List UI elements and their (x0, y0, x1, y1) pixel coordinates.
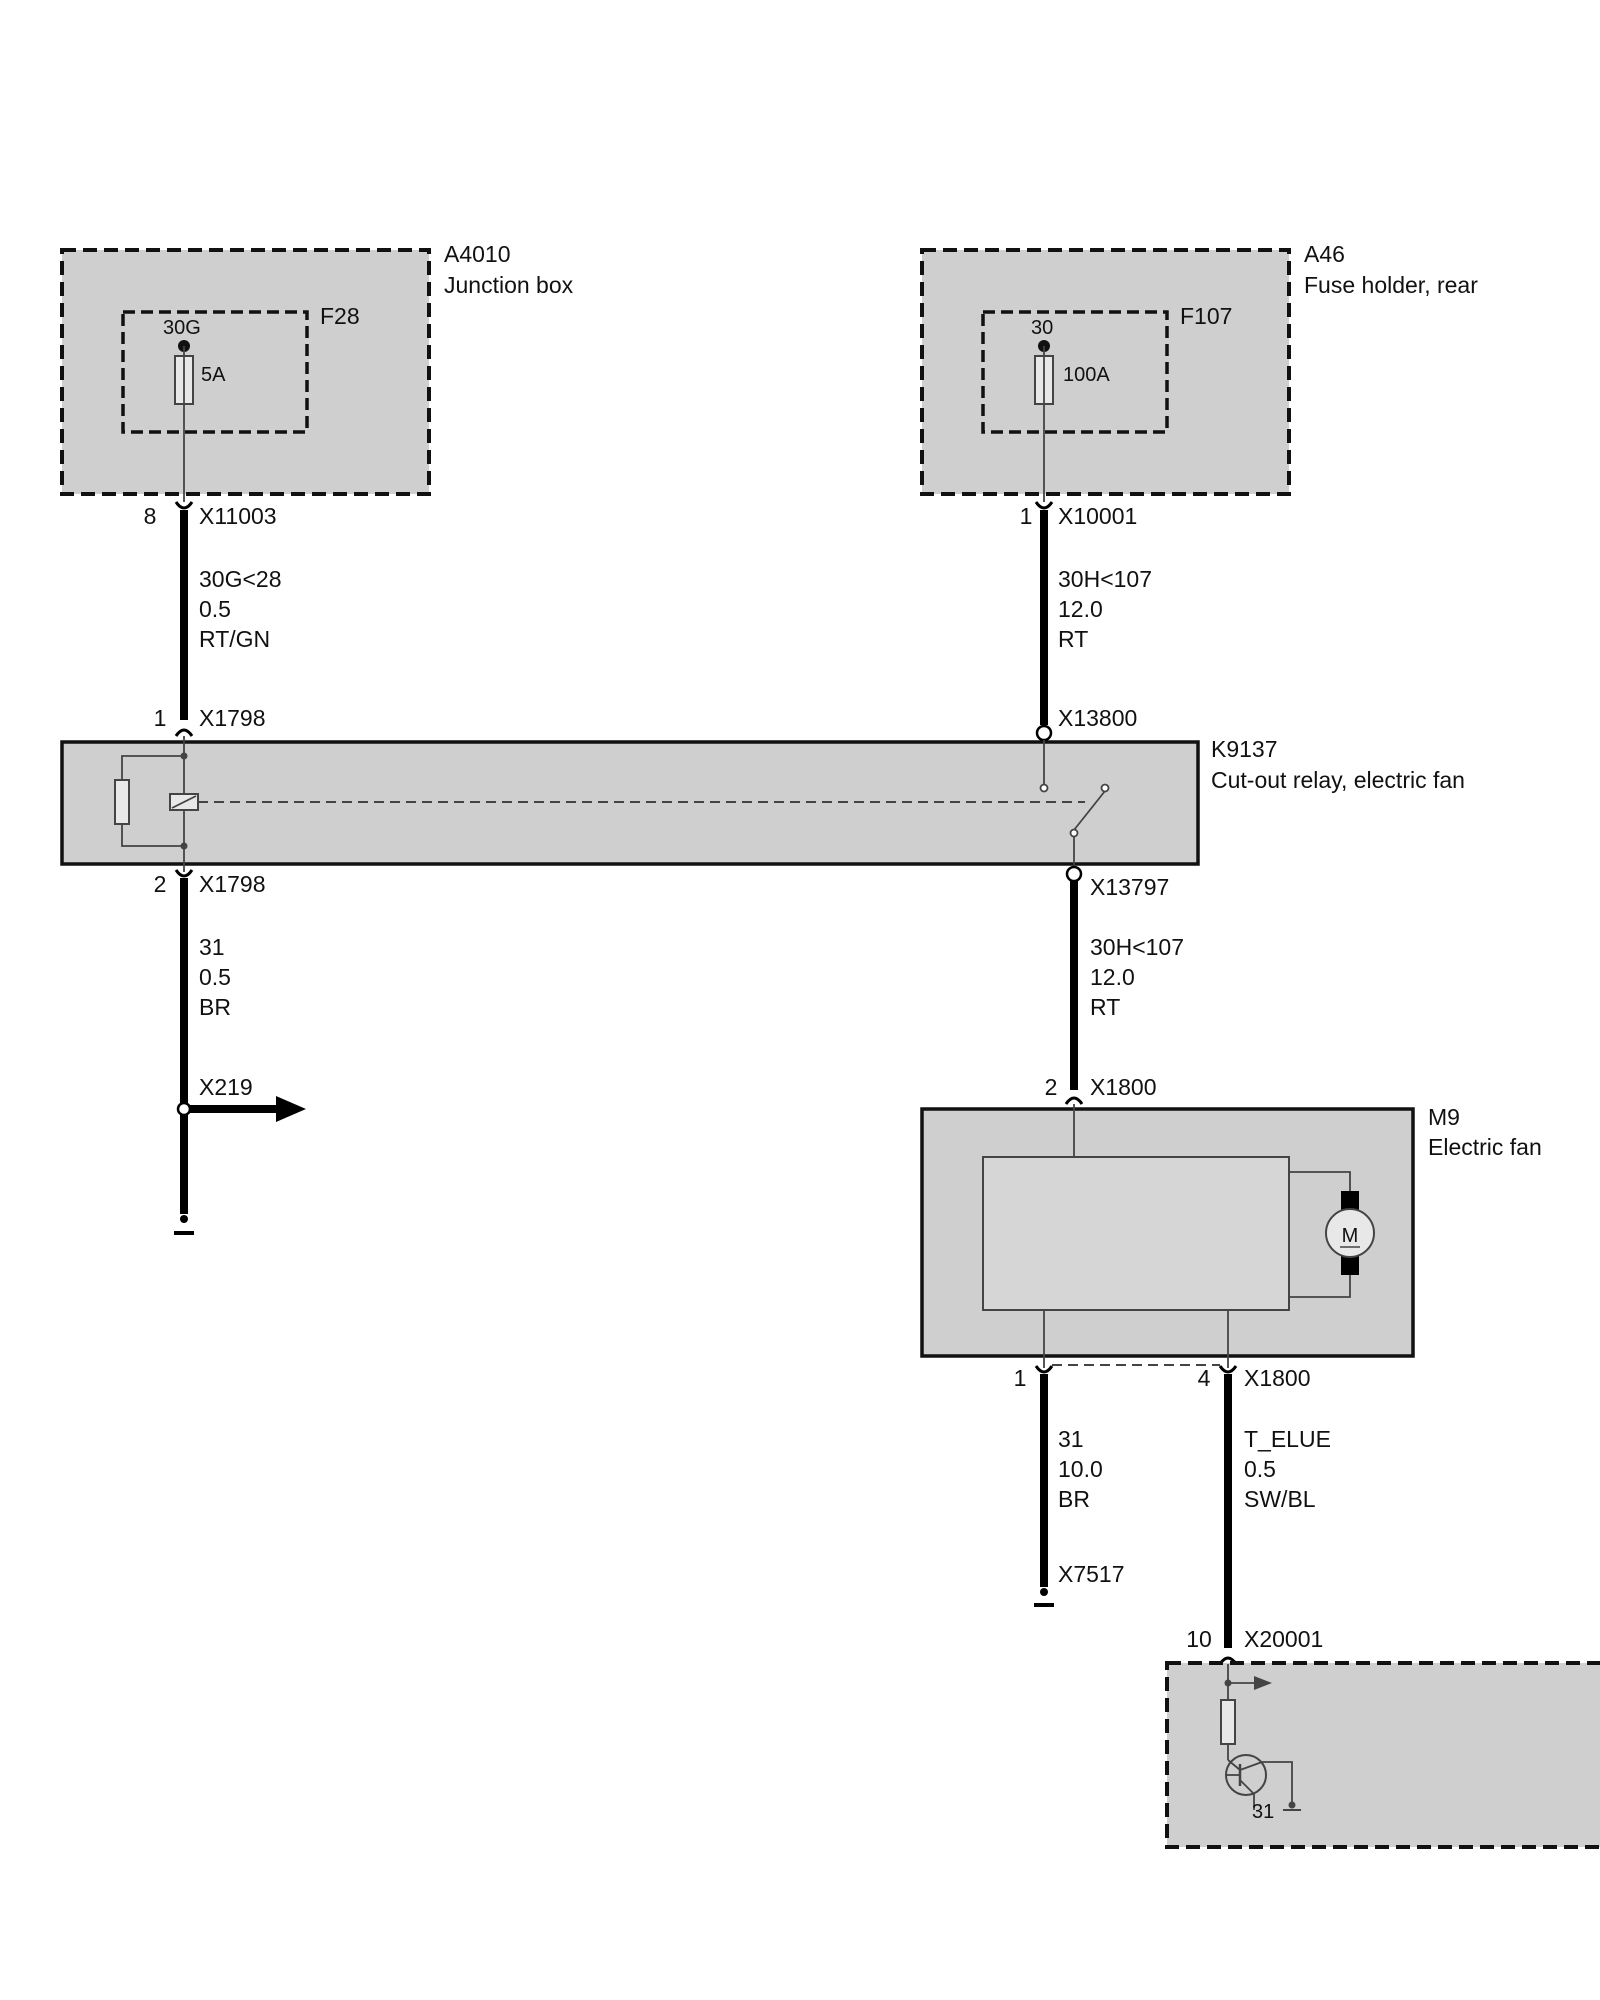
fuse-f107-rating: 100A (1063, 364, 1110, 386)
m9-name: Electric fan (1428, 1134, 1542, 1160)
x1798-bottom-pin: 2 (154, 871, 167, 897)
x1800-top-pin: 2 (1045, 1074, 1058, 1100)
w5-signal: 31 (1058, 1426, 1084, 1452)
x7517-id: X7517 (1058, 1561, 1125, 1587)
arrow-right-icon (1254, 1676, 1272, 1690)
x20001-pin: 10 (1186, 1626, 1212, 1652)
wire-31-br-left: 2 X1798 31 0.5 BR X219 (154, 869, 306, 1235)
w2-size: 12.0 (1058, 596, 1103, 622)
x1800-top-id: X1800 (1090, 1074, 1157, 1100)
fuse-f107-terminal: 30 (1031, 317, 1053, 339)
x11003-id: X11003 (199, 503, 277, 529)
w1-signal: 30G<28 (199, 566, 282, 592)
fuse-f107-id: F107 (1180, 303, 1232, 329)
a46-name: Fuse holder, rear (1304, 272, 1478, 298)
m9-id: M9 (1428, 1104, 1460, 1130)
w3-signal: 31 (199, 934, 225, 960)
x13797-id: X13797 (1090, 874, 1169, 900)
fuse-f28-rating: 5A (201, 364, 226, 386)
ground-icon (1040, 1588, 1048, 1596)
resistor-icon (114, 779, 130, 825)
x20001-id: X20001 (1244, 1626, 1323, 1652)
electric-fan-m9: M9 Electric fan M (920, 1104, 1542, 1368)
a4010-id: A4010 (444, 241, 511, 267)
x11003-pin: 8 (144, 503, 157, 529)
wire-31-br-right: 1 31 10.0 BR X7517 (1014, 1364, 1220, 1607)
w6-color: SW/BL (1244, 1486, 1316, 1512)
w4-color: RT (1090, 994, 1120, 1020)
a4010-name: Junction box (444, 272, 574, 298)
x1798-top-id: X1798 (199, 705, 266, 731)
w1-size: 0.5 (199, 596, 231, 622)
arrow-right-icon (276, 1096, 306, 1122)
wire-30h-107-top: 1 X10001 30H<107 12.0 RT X13800 (1020, 501, 1152, 731)
ecu-ground-label: 31 (1252, 1801, 1274, 1823)
w3-size: 0.5 (199, 964, 231, 990)
x1800-bottom-id: X1800 (1244, 1365, 1311, 1391)
x1798-top-pin: 1 (154, 705, 167, 731)
w1-color: RT/GN (199, 626, 270, 652)
relay-k9137: K9137 Cut-out relay, electric fan (60, 724, 1465, 883)
x10001-id: X10001 (1058, 503, 1137, 529)
w2-signal: 30H<107 (1058, 566, 1152, 592)
w4-size: 12.0 (1090, 964, 1135, 990)
control-unit-partial: 31 (1165, 1661, 1600, 1849)
w2-color: RT (1058, 626, 1088, 652)
w6-signal: T_ELUE (1244, 1426, 1331, 1452)
junction-box-a4010: A4010 Junction box F28 30G 5A (60, 241, 574, 502)
x1798-bottom-id: X1798 (199, 871, 266, 897)
wire-30h-107-bottom: X13797 30H<107 12.0 RT 2 X1800 (1045, 874, 1184, 1105)
w5-size: 10.0 (1058, 1456, 1103, 1482)
w6-size: 0.5 (1244, 1456, 1276, 1482)
wire-30g-28: 8 X11003 30G<28 0.5 RT/GN 1 X1798 (144, 501, 282, 737)
resistor-icon (1220, 1699, 1236, 1745)
fuse-holder-a46: A46 Fuse holder, rear F107 30 100A (920, 241, 1478, 502)
x10001-pin: 1 (1020, 503, 1033, 529)
fuse-f28-id: F28 (320, 303, 360, 329)
w4-signal: 30H<107 (1090, 934, 1184, 960)
fuse-f28-terminal: 30G (163, 317, 201, 339)
motor-icon: M (1325, 1191, 1375, 1275)
x1800-bottom-pin-right: 4 (1198, 1365, 1211, 1391)
w3-color: BR (199, 994, 231, 1020)
k9137-name: Cut-out relay, electric fan (1211, 767, 1465, 793)
transistor-icon (1225, 1754, 1301, 1811)
motor-symbol: M (1342, 1225, 1359, 1247)
a46-id: A46 (1304, 241, 1345, 267)
x1800-bottom-pin-left: 1 (1014, 1365, 1027, 1391)
ground-icon (180, 1215, 188, 1223)
x13800-id: X13800 (1058, 705, 1137, 731)
k9137-id: K9137 (1211, 736, 1278, 762)
x219-id: X219 (199, 1074, 253, 1100)
wire-t-elue: 4 X1800 T_ELUE 0.5 SW/BL 10 X20001 (1186, 1365, 1331, 1665)
w5-color: BR (1058, 1486, 1090, 1512)
